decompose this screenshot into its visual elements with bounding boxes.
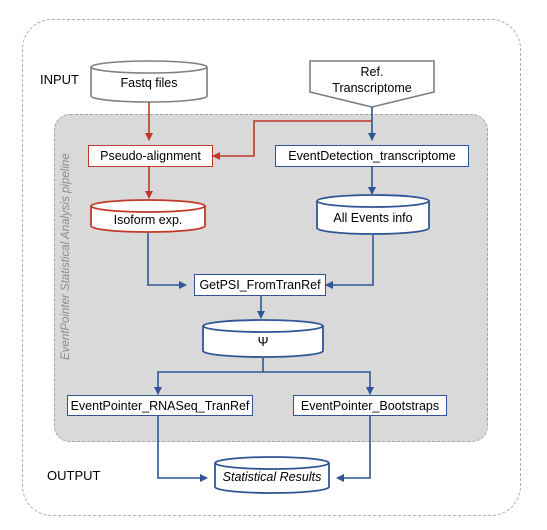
edge-psi-to-ep-boot	[263, 371, 374, 395]
ep-rnaseq-box: EventPointer_RNASeq_TranRef	[67, 395, 253, 416]
outer-frame	[22, 19, 521, 516]
event-detection-box: EventDetection_transcriptome	[275, 145, 469, 167]
isoform-label: Isoform exp.	[113, 213, 183, 227]
ref-transcriptome-shape	[309, 60, 435, 108]
psi-label: Ψ	[257, 334, 269, 349]
fastq-cylinder	[90, 60, 208, 103]
results-cylinder	[214, 456, 330, 494]
all-events-cylinder	[316, 194, 430, 235]
fastq-label: Fastq files	[120, 76, 178, 90]
all-events-label: All Events info	[333, 211, 413, 225]
ref-transcriptome-label: Ref. Transcriptome	[310, 64, 434, 96]
input-label: INPUT	[40, 72, 79, 87]
pipeline-region	[54, 114, 488, 442]
edge-ref-to-pseudo	[212, 120, 372, 160]
ref-label-line2: Transcriptome	[332, 81, 412, 95]
edge-ep-boot-to-results	[336, 416, 371, 482]
ref-label-line1: Ref.	[360, 65, 384, 79]
psi-cylinder	[202, 319, 324, 358]
isoform-cylinder	[90, 199, 206, 233]
results-label: Statistical Results	[222, 470, 322, 484]
event-detection-label: EventDetection_transcriptome	[288, 149, 456, 163]
edge-all-events-to-getpsi	[325, 235, 374, 289]
ep-rnaseq-label: EventPointer_RNASeq_TranRef	[70, 398, 250, 413]
edge-psi-to-ep-rnaseq	[154, 358, 264, 395]
getpsi-box: GetPSI_FromTranRef	[194, 274, 326, 296]
output-label: OUTPUT	[47, 468, 101, 483]
pseudo-alignment-box: Pseudo-alignment	[88, 145, 213, 167]
getpsi-label: GetPSI_FromTranRef	[199, 278, 321, 292]
ep-bootstraps-label: EventPointer_Bootstraps	[300, 398, 440, 413]
ep-bootstraps-box: EventPointer_Bootstraps	[293, 395, 447, 416]
edge-ep-rnaseq-to-results	[157, 416, 208, 482]
edge-isoform-to-getpsi	[147, 233, 187, 289]
pseudo-alignment-label: Pseudo-alignment	[100, 149, 201, 163]
